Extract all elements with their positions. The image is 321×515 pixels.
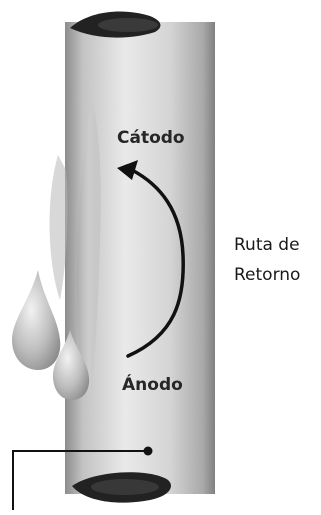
return-path-label-line2: Retorno — [234, 265, 300, 285]
cathode-label: Cátodo — [117, 128, 185, 148]
anode-label: Ánodo — [122, 373, 183, 395]
return-path-label-line1: Ruta de — [234, 235, 300, 255]
water-droplet — [12, 270, 60, 370]
